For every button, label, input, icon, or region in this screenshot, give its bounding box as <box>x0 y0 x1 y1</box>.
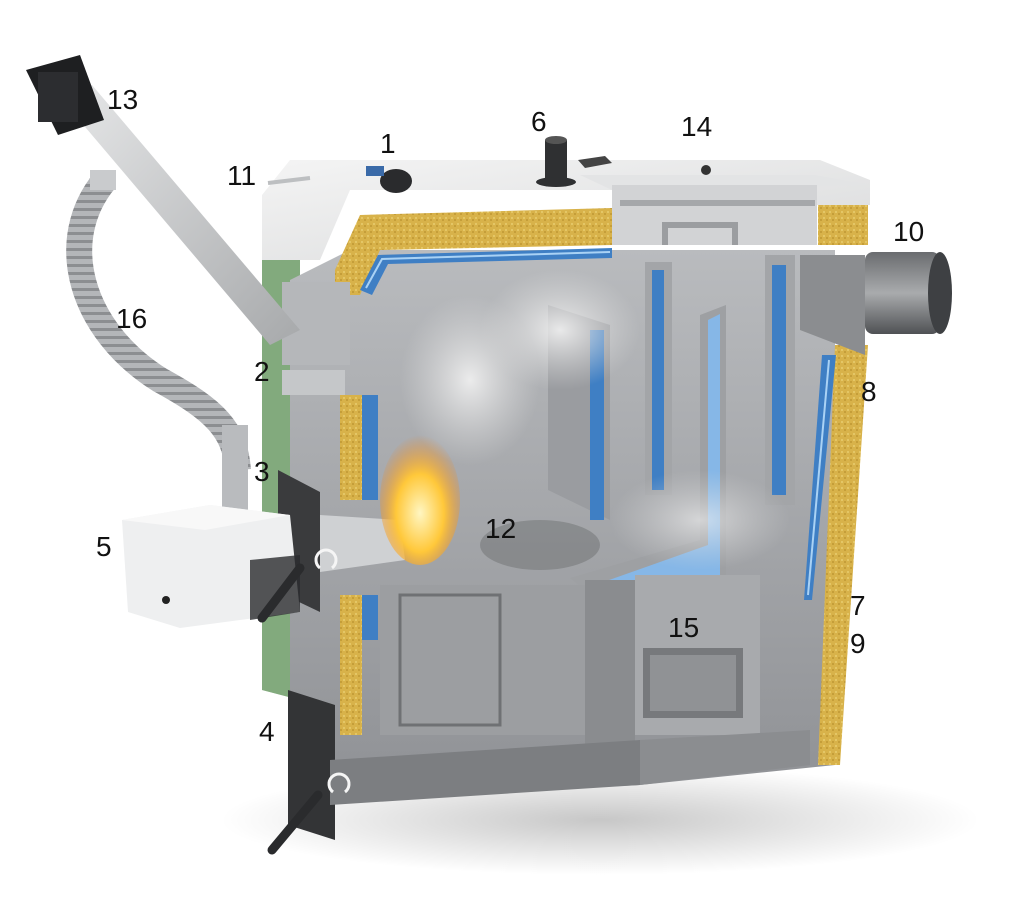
callout-10: 10 <box>893 216 925 247</box>
callout-16: 16 <box>116 303 148 334</box>
callout-5: 5 <box>96 531 112 562</box>
callout-9: 9 <box>850 628 866 659</box>
callout-13: 13 <box>107 84 139 115</box>
callout-15: 15 <box>668 612 700 643</box>
callout-3: 3 <box>254 456 270 487</box>
callout-1: 1 <box>380 128 396 159</box>
callout-7: 7 <box>850 590 866 621</box>
callout-12: 12 <box>485 513 517 544</box>
callout-14: 14 <box>681 111 713 142</box>
callout-2: 2 <box>254 356 270 387</box>
callout-6: 6 <box>531 106 547 137</box>
callout-4: 4 <box>259 716 275 747</box>
callout-11: 11 <box>227 160 257 191</box>
callout-8: 8 <box>861 376 877 407</box>
